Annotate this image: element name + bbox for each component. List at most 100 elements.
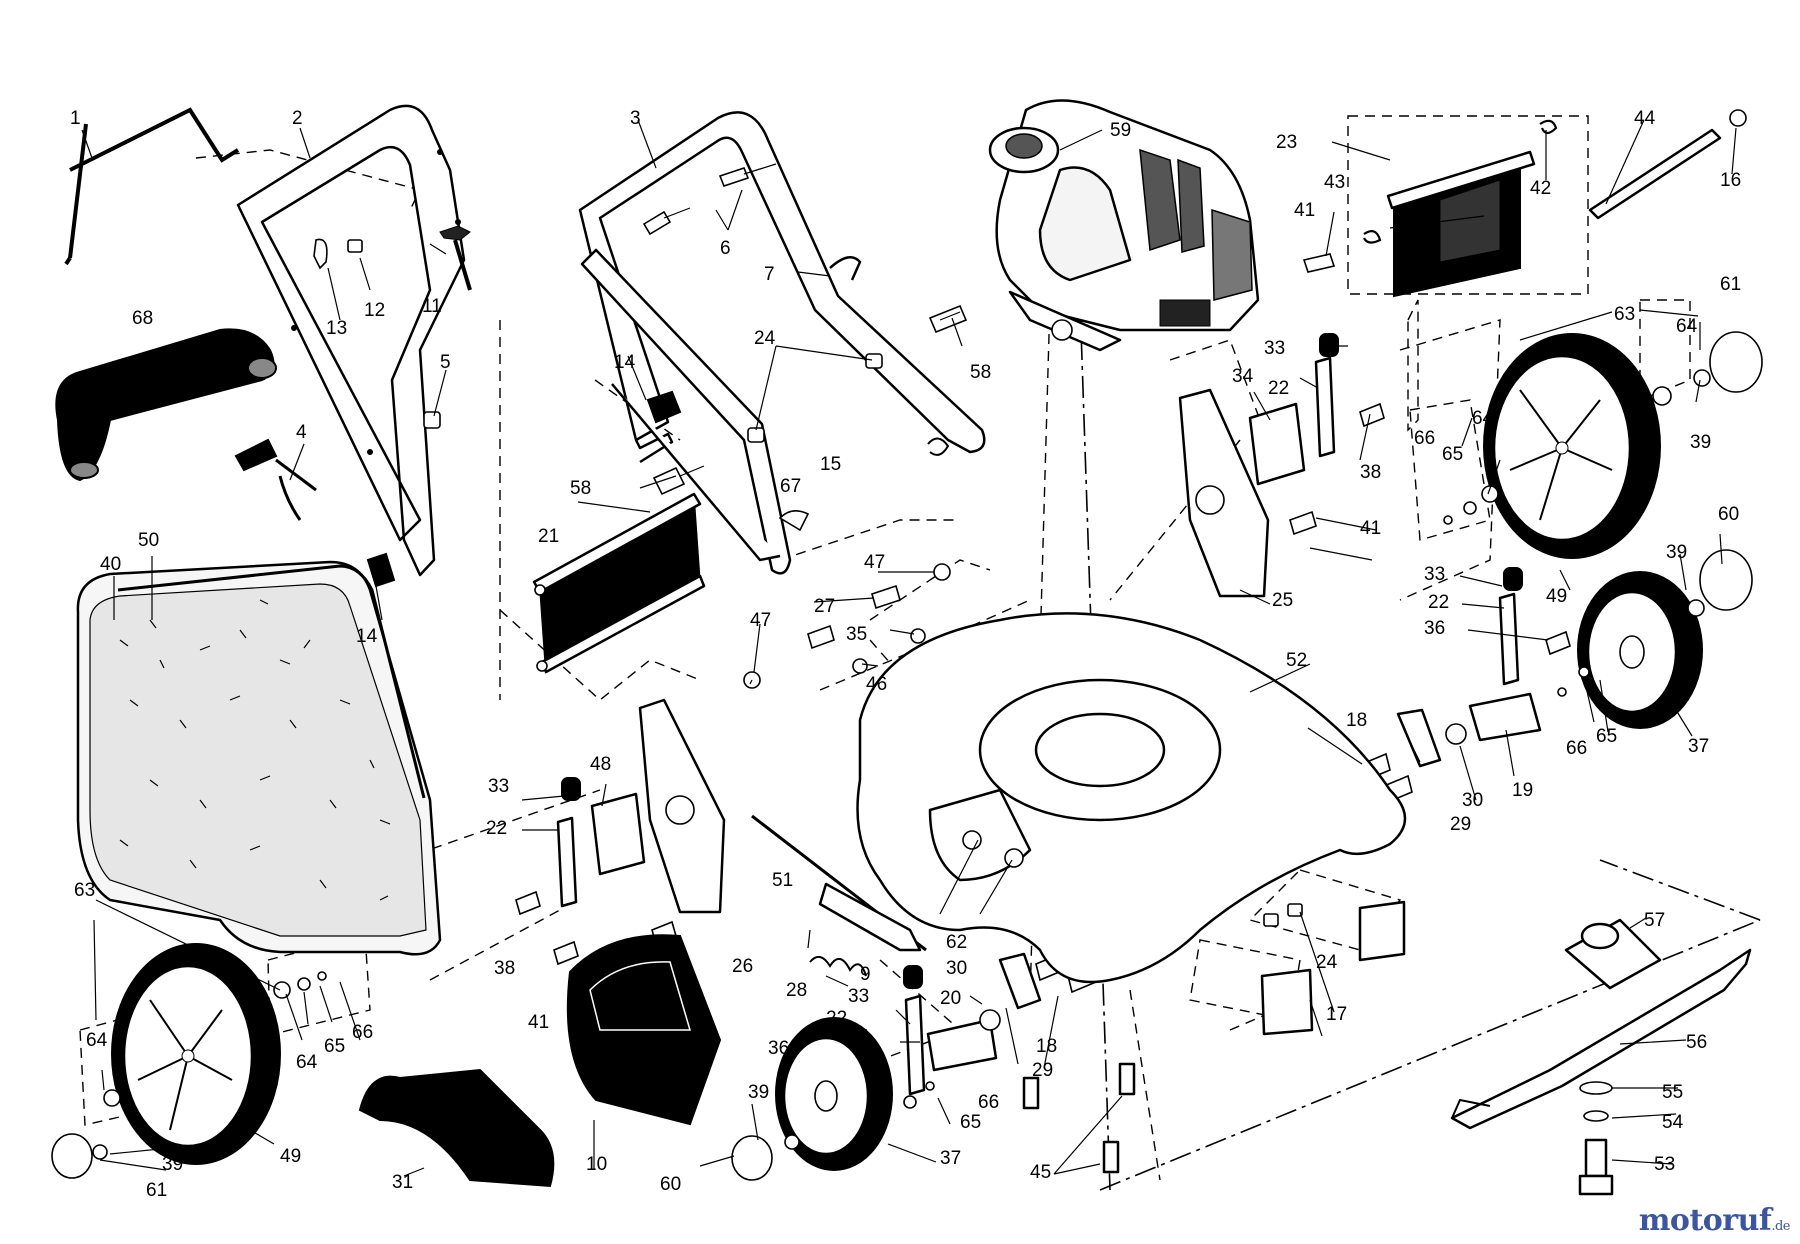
label-57: 57	[1644, 910, 1665, 931]
part-12-bolt	[347, 239, 363, 253]
part-41-bolts	[553, 253, 1336, 966]
part-9-rear-axle-bracket	[818, 882, 922, 952]
part-23-rear-flap	[1386, 150, 1536, 298]
label-44: 44	[1634, 108, 1656, 129]
label-41a: 41	[1294, 200, 1315, 221]
label-66b: 66	[1566, 738, 1587, 759]
part-67-cable-tie	[778, 510, 810, 532]
label-30a: 30	[1462, 790, 1483, 811]
label-52: 52	[1286, 650, 1307, 671]
label-60a: 60	[1718, 504, 1739, 525]
label-63a: 63	[1614, 304, 1635, 325]
part-13-cam-lever	[313, 238, 328, 270]
label-26: 26	[732, 956, 753, 977]
label-33c: 33	[488, 776, 509, 797]
label-35: 35	[846, 624, 867, 645]
label-23: 23	[1276, 132, 1297, 153]
part-22-axle-arms	[556, 356, 1520, 1096]
label-42: 42	[1530, 178, 1551, 199]
label-66d: 66	[978, 1092, 999, 1113]
label-40: 40	[100, 554, 121, 575]
label-3: 3	[630, 108, 641, 129]
part-handle-lower	[580, 248, 792, 575]
label-53: 53	[1654, 1154, 1675, 1175]
label-24a: 24	[754, 328, 776, 349]
label-46: 46	[866, 674, 887, 695]
part-50-bag-fabric	[89, 583, 427, 937]
label-64c: 64	[86, 1030, 108, 1051]
label-64b: 64	[1472, 408, 1494, 429]
label-27: 27	[814, 596, 835, 617]
label-37a: 37	[1688, 736, 1709, 757]
label-13: 13	[326, 318, 347, 339]
label-39a: 39	[1690, 432, 1711, 453]
label-33a: 33	[1264, 338, 1285, 359]
label-33b: 33	[1424, 564, 1445, 585]
label-36b: 36	[768, 1038, 789, 1059]
label-48: 48	[590, 754, 611, 775]
part-31-rear-chute-flap	[358, 1068, 555, 1188]
part-52-deck	[856, 612, 1407, 984]
label-65d: 65	[960, 1112, 981, 1133]
part-37-front-wheel-left	[775, 1017, 893, 1171]
label-9: 9	[860, 964, 871, 985]
part-45-bolts	[1022, 1062, 1136, 1174]
part-49-rear-wheel-right	[1483, 333, 1661, 559]
bag-handle-wire	[117, 564, 426, 799]
label-65a: 65	[1442, 444, 1463, 465]
label-66a: 66	[1414, 428, 1435, 449]
label-50: 50	[138, 530, 159, 551]
part-19-bracket	[1468, 692, 1542, 742]
part-56-blade	[1450, 948, 1752, 1130]
part-21-side-discharge-cover	[532, 492, 706, 674]
label-47a: 47	[864, 552, 885, 573]
label-61b: 61	[146, 1180, 167, 1201]
label-43: 43	[1324, 172, 1345, 193]
part-5-nut	[423, 411, 441, 429]
label-64d: 64	[296, 1052, 318, 1073]
label-18b: 18	[1036, 1036, 1057, 1057]
label-2: 2	[292, 108, 303, 129]
label-34: 34	[1232, 366, 1254, 387]
label-55: 55	[1662, 1082, 1683, 1103]
part-14-knobs	[366, 390, 682, 588]
label-4: 4	[296, 422, 307, 443]
label-38b: 38	[494, 958, 515, 979]
part-number-labels: 1 2 3 4 5 6 7 8 9 10 11 12 13 14 14 15 1…	[70, 108, 1741, 1201]
part-57-blade-adapter	[1564, 918, 1662, 990]
label-29b: 29	[1032, 1060, 1053, 1081]
label-45: 45	[1030, 1162, 1051, 1183]
part-1-bail-wire	[64, 107, 240, 266]
label-36a: 36	[1424, 618, 1445, 639]
part-2-upper-handle-a	[236, 104, 466, 577]
label-49a: 49	[1546, 586, 1567, 607]
label-60b: 60	[660, 1174, 681, 1195]
part-37-front-wheel-right	[1577, 571, 1703, 729]
label-47b: 47	[750, 610, 771, 631]
label-41b: 41	[1360, 518, 1381, 539]
label-51: 51	[772, 870, 793, 891]
label-24b: 24	[1316, 952, 1338, 973]
part-6-bolts	[642, 163, 777, 236]
label-58a: 58	[570, 478, 591, 499]
part-28-spring	[809, 955, 867, 977]
label-11: 11	[422, 296, 442, 317]
part-24-nuts	[747, 353, 1303, 927]
part-26-height-adjuster-rear-left	[638, 698, 726, 914]
label-28: 28	[786, 980, 807, 1001]
part-3-upper-handle-b	[578, 111, 986, 464]
part-33-caps	[561, 333, 1523, 989]
label-38a: 38	[1360, 462, 1381, 483]
watermark-logo: motoruf.de	[1638, 1203, 1791, 1238]
label-56: 56	[1686, 1032, 1707, 1053]
label-1: 1	[70, 108, 81, 129]
label-39d: 39	[748, 1082, 769, 1103]
label-62: 62	[946, 932, 967, 953]
part-4-knob-assembly	[234, 438, 317, 521]
part-39-63-64-65-66-hardware	[92, 369, 1711, 1160]
part-7-cable-clip	[829, 255, 862, 281]
part-15-clip	[927, 437, 950, 456]
label-30b: 30	[946, 958, 967, 979]
label-31: 31	[392, 1172, 413, 1193]
